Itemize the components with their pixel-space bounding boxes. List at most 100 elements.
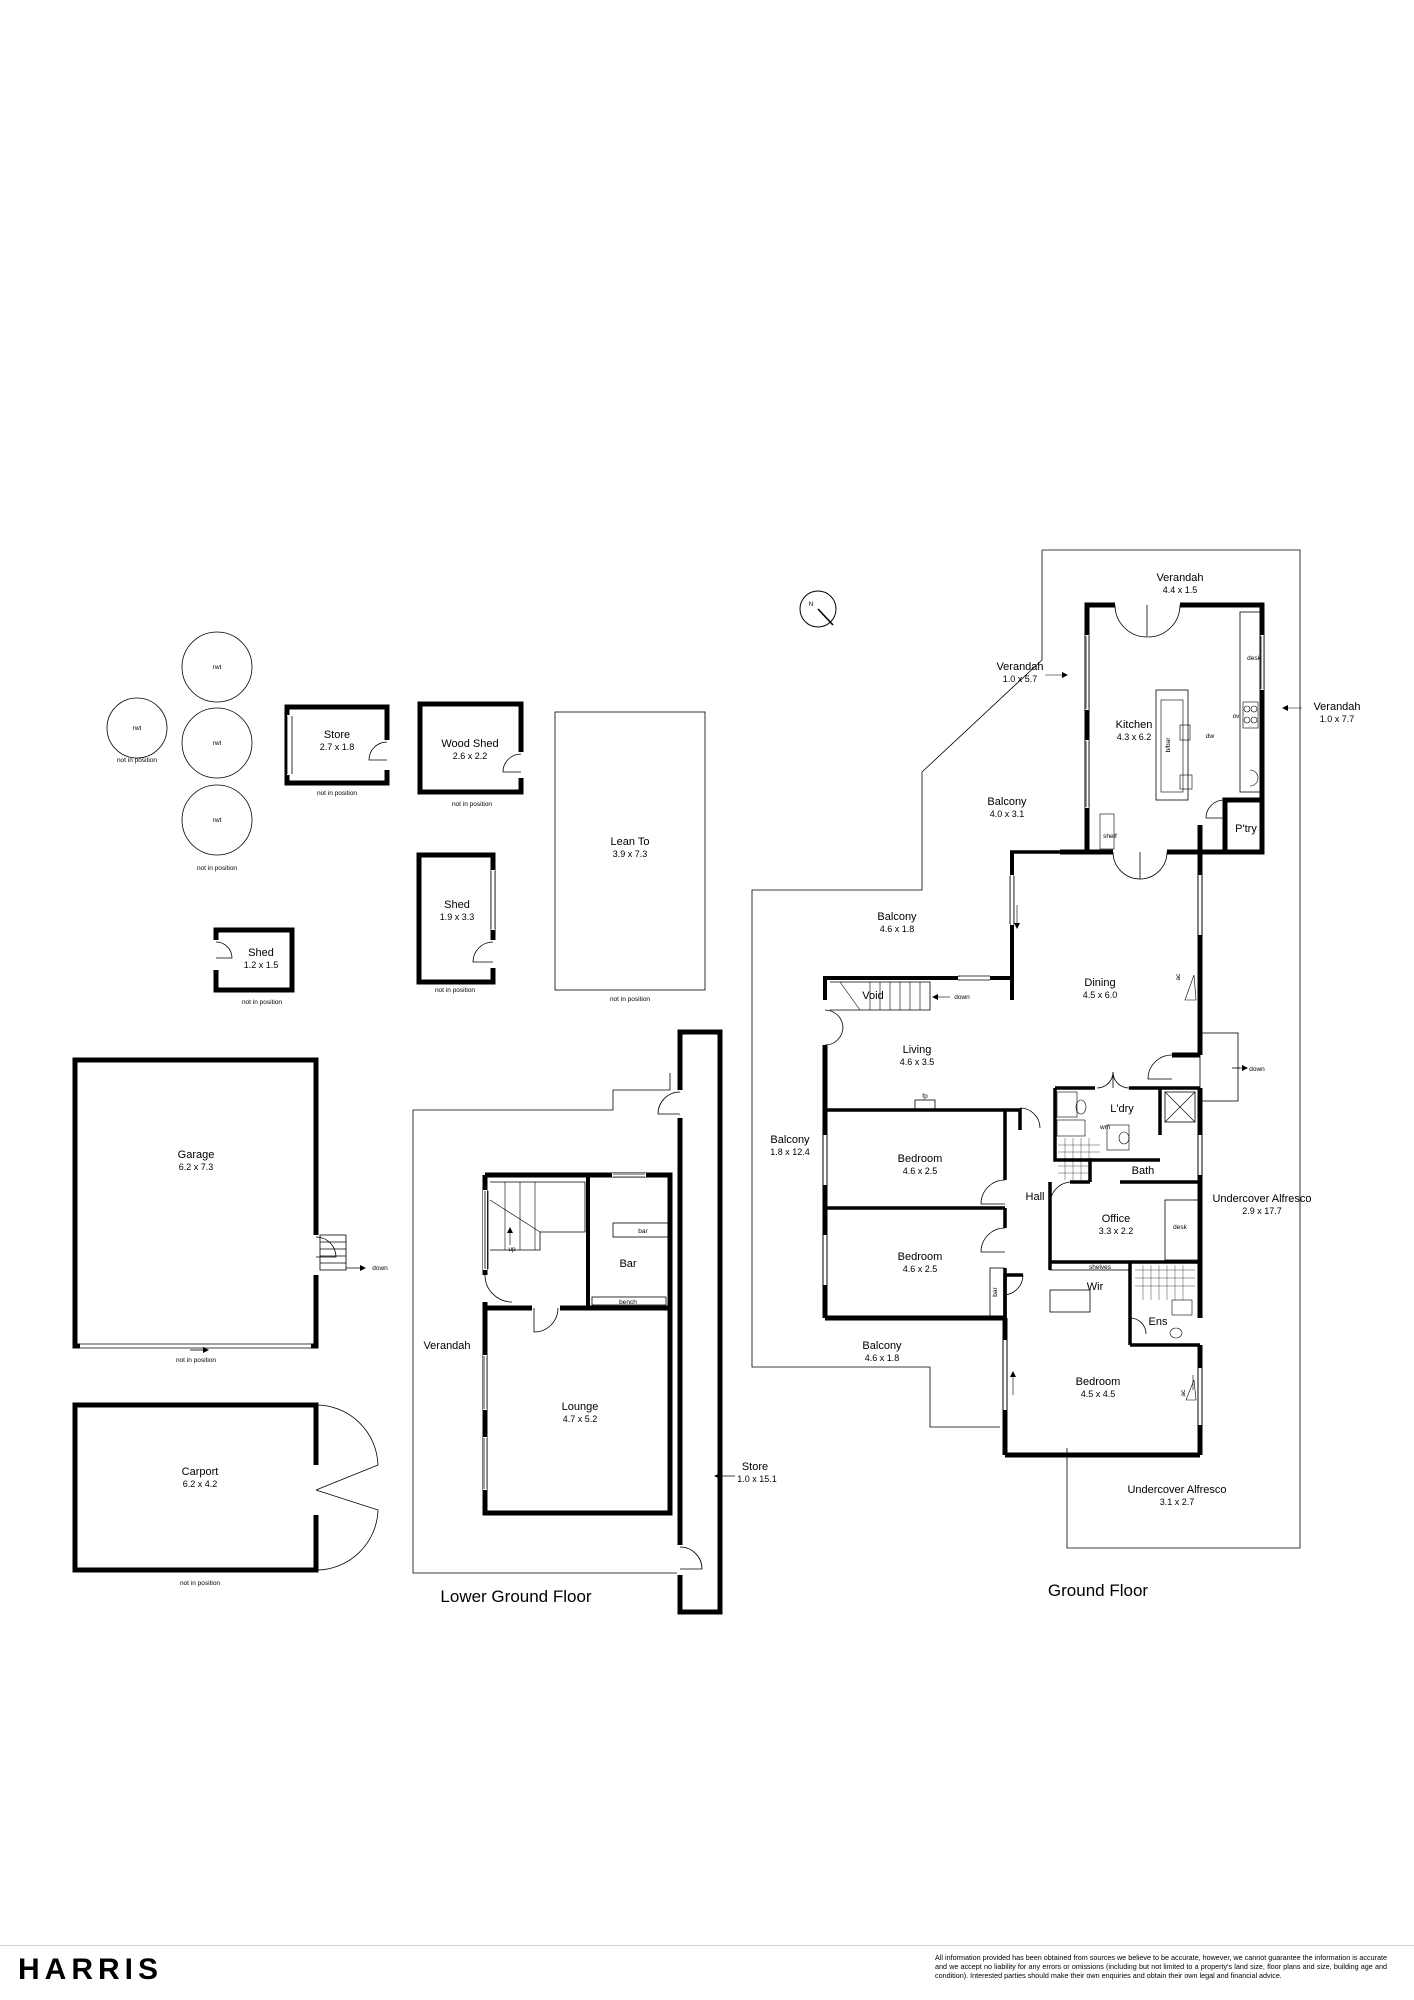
kitchen-label: Kitchen [1116, 719, 1153, 731]
shelves-label: shelves [1089, 1264, 1112, 1271]
bath-label: Bath [1132, 1165, 1155, 1177]
balcony-side-dim: 1.8 x 12.4 [770, 1147, 810, 1157]
bedroom-2-label: Bedroom [898, 1251, 943, 1263]
not-in-position-note: not in position [180, 1580, 220, 1587]
ground-floor [751, 549, 1302, 1549]
not-in-position-note: not in position [317, 790, 357, 797]
rainwater-tank [181, 631, 253, 703]
ensuite-label: Ens [1149, 1316, 1168, 1328]
laundry-label: L'dry [1110, 1103, 1134, 1115]
verandah-right-dim: 1.0 x 7.7 [1320, 714, 1355, 724]
shelf-label: shelf [1103, 833, 1117, 840]
desk-label: desk [1247, 655, 1261, 662]
stairs-up-label: up [508, 1246, 516, 1253]
shed-dim: 1.9 x 3.3 [440, 912, 475, 922]
shed-small-label: Shed [248, 947, 274, 959]
bar-label: Bar [619, 1258, 636, 1270]
rwt-label: rwt [213, 740, 222, 747]
bench-label: bench [619, 1299, 637, 1306]
carport-label: Carport [182, 1466, 219, 1478]
dining-dim: 4.5 x 6.0 [1083, 990, 1118, 1000]
lean-to-label: Lean To [611, 836, 650, 848]
breakfast-bar-label: b/bar [1165, 737, 1172, 753]
shed-small-dim: 1.2 x 1.5 [244, 960, 279, 970]
fireplace-label: fp [922, 1093, 928, 1100]
fridge-label: f [1199, 839, 1201, 846]
carport-outline [72, 1402, 319, 1573]
office-label: Office [1102, 1213, 1131, 1225]
void-label: Void [862, 990, 883, 1002]
balcony-bottom-label: Balcony [862, 1340, 902, 1352]
wir-label: Wir [1087, 1281, 1104, 1293]
bedroom-3-dim: 4.5 x 4.5 [1081, 1389, 1116, 1399]
lower-ground-labels: Verandah Bar bar bench up Lounge 4.7 x 5… [423, 1228, 776, 1606]
verandah-right-label: Verandah [1313, 701, 1360, 713]
alfresco-small-dim: 3.1 x 2.7 [1160, 1497, 1195, 1507]
lower-store-outline [677, 1029, 723, 1615]
disclaimer-text: All information provided has been obtain… [935, 1953, 1387, 1980]
outbuilding-labels: rwt not in position rwt rwt rwt not in p… [117, 664, 650, 1587]
hall-label: Hall [1026, 1191, 1045, 1203]
not-in-position-note: not in position [117, 757, 157, 764]
dining-down-label: down [1249, 1066, 1265, 1073]
lounge-dim: 4.7 x 5.2 [563, 1414, 598, 1424]
lean-to-outline [554, 711, 706, 991]
wood-shed-outline [417, 701, 524, 795]
verandah-top-label: Verandah [1156, 572, 1203, 584]
not-in-position-note: not in position [176, 1357, 216, 1364]
oven-label: ov [1233, 713, 1241, 720]
alfresco-small-label: Undercover Alfresco [1127, 1484, 1226, 1496]
lower-ground-floor [412, 1029, 735, 1615]
ac-label: ac [1175, 973, 1182, 981]
balcony-top-dim: 4.0 x 3.1 [990, 809, 1025, 819]
compass: N [799, 590, 837, 628]
not-in-position-note: not in position [435, 987, 475, 994]
wood-shed-label: Wood Shed [441, 738, 498, 750]
garage-dim: 6.2 x 7.3 [179, 1162, 214, 1172]
wood-shed-dim: 2.6 x 2.2 [453, 751, 488, 761]
bedroom-1-dim: 4.6 x 2.5 [903, 1166, 938, 1176]
alfresco-long-label: Undercover Alfresco [1212, 1193, 1311, 1205]
balcony-mid-dim: 4.6 x 1.8 [880, 924, 915, 934]
lounge-label: Lounge [562, 1401, 599, 1413]
living-dim: 4.6 x 3.5 [900, 1057, 935, 1067]
lean-to-dim: 3.9 x 7.3 [613, 849, 648, 859]
dishwasher-label: dw [1206, 733, 1215, 740]
rainwater-tank [181, 707, 253, 779]
bedroom-bar-label: bar [992, 1286, 999, 1296]
alfresco-long-dim: 2.9 x 17.7 [1242, 1206, 1282, 1216]
bedroom-1-label: Bedroom [898, 1153, 943, 1165]
balcony-top-label: Balcony [987, 796, 1027, 808]
not-in-position-note: not in position [610, 996, 650, 1003]
down-label: down [372, 1265, 388, 1272]
rwt-label: rwt [213, 664, 222, 671]
pantry-label: P'try [1235, 823, 1257, 835]
office-dim: 3.3 x 2.2 [1099, 1226, 1134, 1236]
verandah-top-dim: 4.4 x 1.5 [1163, 585, 1198, 595]
balcony-mid-label: Balcony [877, 911, 917, 923]
rainwater-tank [181, 784, 253, 856]
verandah-left-label: Verandah [996, 661, 1043, 673]
verandah-left-dim: 1.0 x 5.7 [1003, 674, 1038, 684]
store-dim: 2.7 x 1.8 [320, 742, 355, 752]
garage-label: Garage [178, 1149, 215, 1161]
bedroom-2-dim: 4.6 x 2.5 [903, 1264, 938, 1274]
office-desk-label: desk [1173, 1224, 1187, 1231]
bedroom-3-label: Bedroom [1076, 1376, 1121, 1388]
dining-label: Dining [1084, 977, 1115, 989]
shed-label: Shed [444, 899, 470, 911]
brand-logo: HARRIS [18, 1953, 164, 1986]
carport-dim: 6.2 x 4.2 [183, 1479, 218, 1489]
ground-floor-labels: Verandah 4.4 x 1.5 Verandah 1.0 x 5.7 Ve… [770, 572, 1360, 1600]
lower-store-label: Store [742, 1461, 768, 1473]
kitchen-dim: 4.3 x 6.2 [1117, 732, 1152, 742]
outbuildings [72, 631, 706, 1573]
garage-outline [72, 1057, 319, 1349]
compass-north-label: N [809, 601, 814, 608]
balcony-bottom-dim: 4.6 x 1.8 [865, 1353, 900, 1363]
bar-counter-label: bar [638, 1228, 648, 1235]
stairs-down-label: down [954, 994, 970, 1001]
not-in-position-note: not in position [452, 801, 492, 808]
ground-floor-title: Ground Floor [1048, 1581, 1148, 1600]
